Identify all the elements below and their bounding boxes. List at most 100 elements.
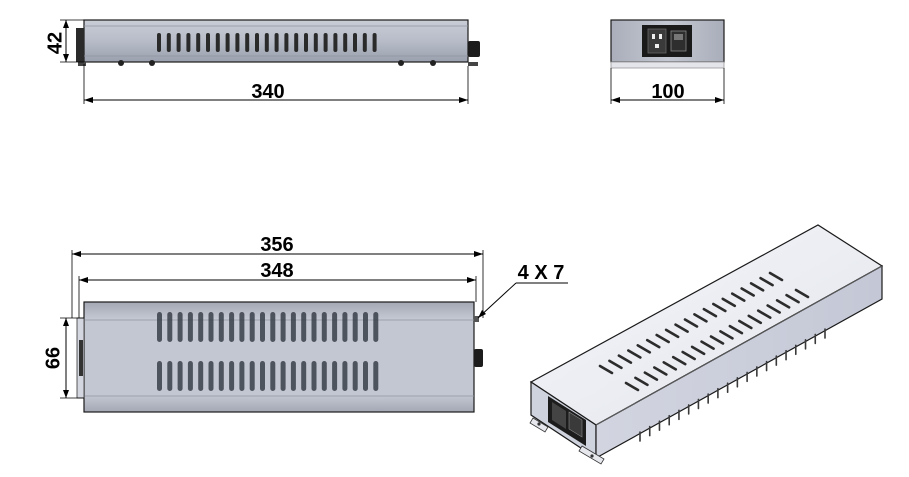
vent-slot [311,361,317,391]
side-view-screw [398,60,404,66]
dim-label-side-height: 42 [44,32,66,54]
vent-slot [747,314,763,325]
vent-slot [206,33,210,52]
vent-slot [681,350,696,361]
side-view-screw [149,60,155,66]
top-view-vent-slots [157,312,379,391]
vent-slot [284,33,289,52]
vent-slot [321,361,327,391]
dim-label-end-width: 100 [651,81,684,103]
vent-slot [157,312,162,342]
vent-slot [249,312,255,342]
vent-slot [756,309,772,319]
vent-slot [627,349,642,359]
vent-slot [740,287,755,297]
vent-slot [617,354,633,364]
vent-slot [373,361,379,391]
vent-slot [249,361,255,391]
side-view-bracket-left [76,28,84,62]
vent-slot [290,361,296,391]
vent-slot [353,33,357,52]
vent-slot [187,312,193,342]
vent-slot [700,340,715,350]
vent-slot [270,312,276,342]
vent-slot [363,361,368,391]
vent-slot [229,312,235,342]
vent-slot [634,376,649,387]
vent-slot [187,361,193,391]
vent-slot [693,313,708,323]
vent-slot [373,312,379,342]
vent-slot [311,312,317,342]
vent-slot [721,297,737,308]
dim-top-overall: 356 [71,234,484,318]
vent-slot [186,33,191,52]
dim-end-width: 100 [610,68,725,104]
vent-slot [301,361,307,391]
vent-slot [323,33,328,52]
vent-slot [239,312,245,342]
vent-slot [728,324,744,335]
vent-slot [332,312,338,342]
dim-mount-holes: 4 X 7 [477,262,568,319]
dim-label-mount-holes: 4 X 7 [518,262,565,284]
vent-slot [352,361,358,391]
vent-slot [702,307,718,318]
vent-slot [157,33,161,52]
vent-slot [260,361,265,391]
vent-slot [235,33,240,52]
vent-slot [662,361,678,371]
vent-slot [264,33,269,52]
vent-slot [664,328,680,339]
vent-slot [636,344,652,354]
vent-slot [166,33,171,52]
vent-slot [225,33,230,52]
vent-slot [768,271,784,282]
vent-slot [352,312,358,342]
vent-slot [245,33,250,52]
dim-label-side-length: 340 [251,81,284,103]
vent-slot [260,312,265,342]
vent-slot [759,276,774,287]
vent-slot [208,312,214,342]
vent-slot [215,33,220,52]
vent-slot [363,312,368,342]
vent-slot [671,355,687,366]
vent-slot [218,312,224,342]
vent-slot [176,33,181,52]
dim-top-depth: 66 [42,317,84,399]
dim-side-height: 42 [44,19,84,63]
vent-slot [372,33,377,52]
vent-slot [738,319,753,330]
dim-label-top-depth: 66 [42,347,64,369]
side-view [76,19,480,66]
top-view-knob [474,349,483,367]
vent-slot [294,33,299,52]
top-view-body [83,301,475,413]
vent-slot [301,312,307,342]
vent-slot [730,292,746,302]
iso-side-vent-slots [639,328,826,442]
vent-slot [321,312,327,342]
vent-slot [690,345,706,356]
dim-label-top-body: 348 [260,260,293,282]
vent-slot [229,361,235,391]
vent-slot [645,338,661,349]
vent-slot [198,361,204,391]
vent-slot [775,299,791,309]
end-view [610,19,725,69]
vent-slot [683,318,699,328]
vent-slot [167,361,173,391]
vent-slot [342,312,348,342]
vent-slot [674,323,689,333]
vent-slot [709,335,725,345]
vent-slot [785,293,800,304]
vent-slot [270,361,276,391]
vent-slot [655,333,670,344]
vent-slot [333,33,338,52]
iec-socket [647,28,667,54]
vent-slot [749,282,765,292]
vent-slot [362,33,367,52]
vent-slot [608,359,623,370]
